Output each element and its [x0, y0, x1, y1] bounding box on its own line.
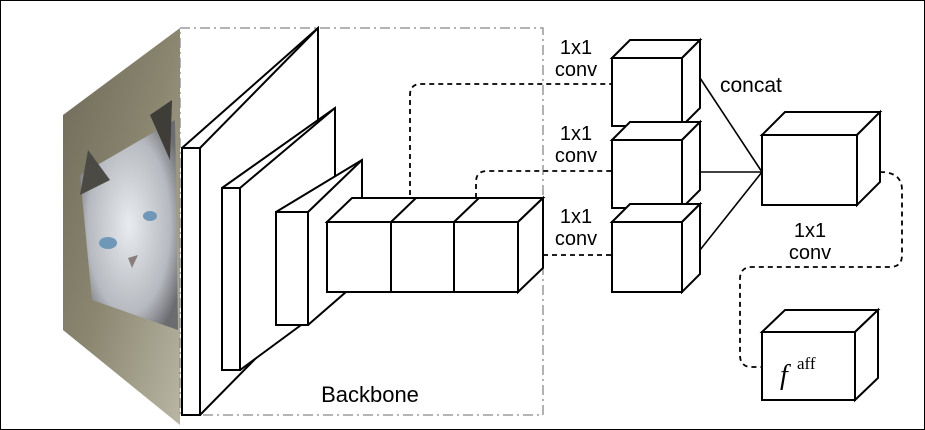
conv-label-1-line2: conv [555, 59, 597, 81]
conv-label-1-line1: 1x1 [560, 37, 592, 59]
concat-label: concat [720, 74, 782, 97]
feature-block-1 [327, 222, 391, 292]
conv-label-3-line1: 1x1 [560, 206, 592, 228]
conv-cube-2 [612, 140, 682, 208]
input-image [63, 28, 180, 425]
conv-cube-1 [612, 58, 682, 126]
output-superscript: aff [797, 354, 816, 373]
connector-middle [476, 171, 612, 198]
final-conv-label-line1: 1x1 [794, 220, 826, 242]
conv-label-3-line2: conv [555, 228, 597, 250]
concat-lines [700, 78, 762, 250]
feature-block-2 [391, 222, 454, 292]
feature-blocks [327, 198, 543, 292]
cat-eye-left [99, 237, 117, 249]
conv-cubes [612, 40, 700, 292]
conv-label-2-line2: conv [555, 145, 597, 167]
feature-block-3 [454, 222, 518, 292]
conv-label-2-line1: 1x1 [560, 123, 592, 145]
final-conv-label-line2: conv [789, 242, 831, 264]
backbone-label: Backbone [321, 382, 419, 407]
cat-eye-right [143, 211, 157, 221]
conv-cube-3 [612, 222, 682, 292]
concat-cube [762, 112, 880, 205]
